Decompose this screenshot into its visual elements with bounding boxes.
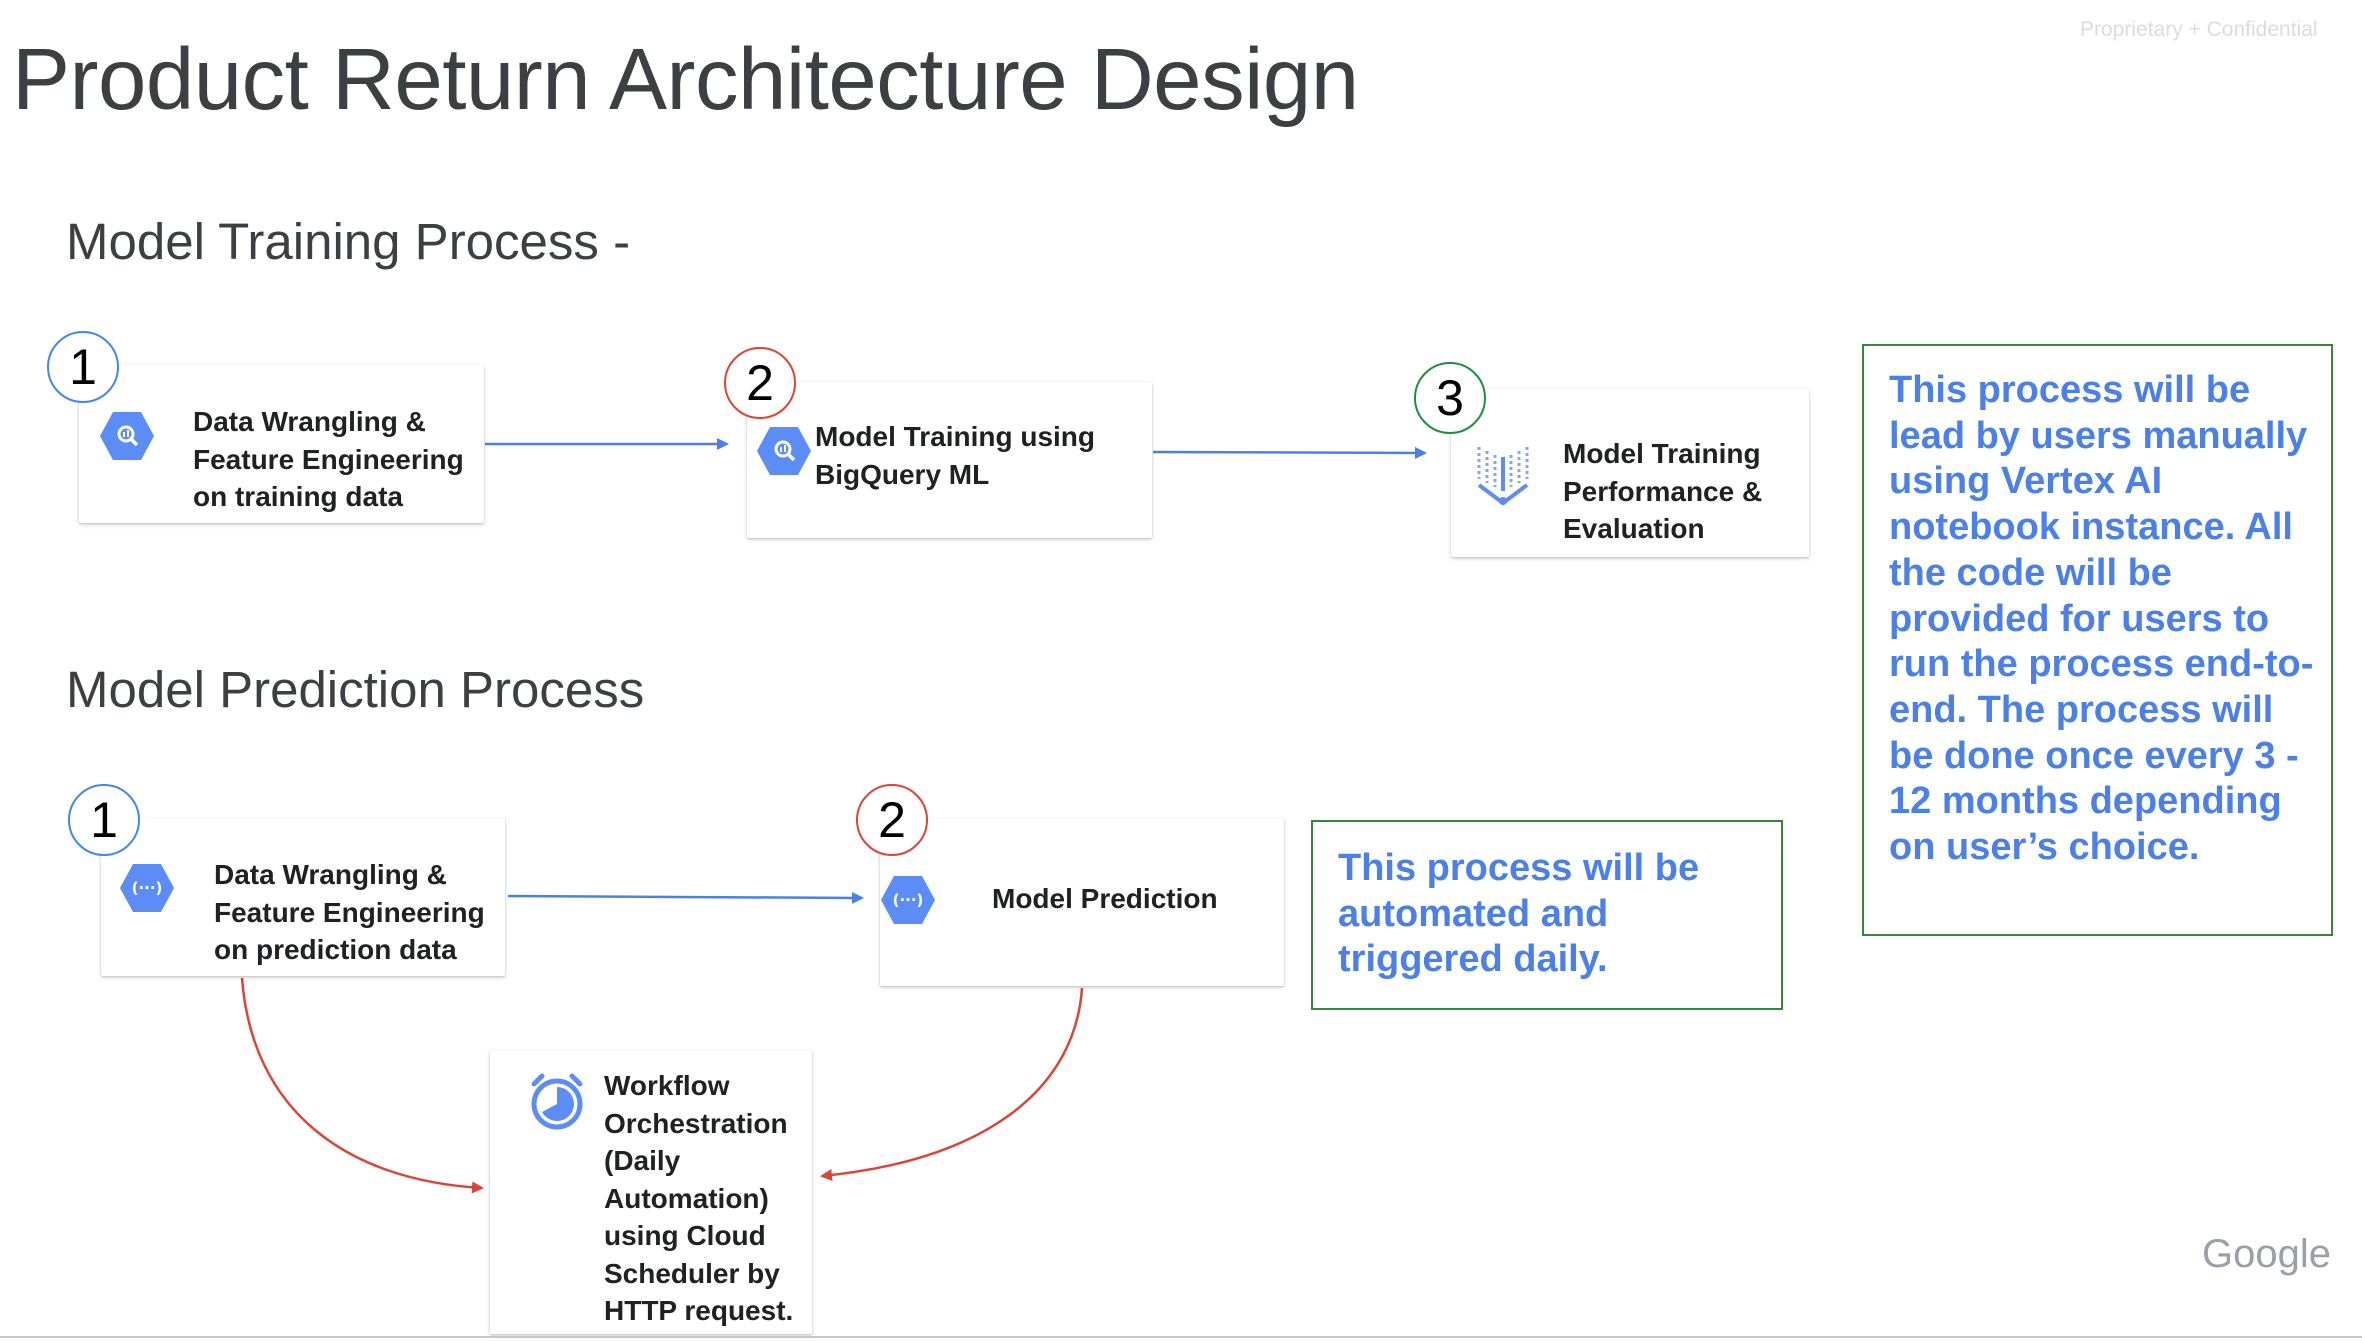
bigquery-icon xyxy=(757,427,811,475)
prediction-step-2-badge: 2 xyxy=(856,784,928,856)
bigquery-icon xyxy=(100,412,154,460)
prediction-step-2-label: Model Prediction xyxy=(992,883,1218,914)
prediction-step-2-card: (···) Model Prediction xyxy=(880,818,1284,986)
cloud-functions-icon: (···) xyxy=(881,876,935,924)
training-step-3-card: Model Training Performance & Evaluation xyxy=(1451,389,1809,557)
training-step-2-card: Model Training using BigQuery ML xyxy=(747,382,1152,538)
orchestration-card: Workflow Orchestration (Daily Automation… xyxy=(490,1050,812,1334)
arrow-pred-1-2 xyxy=(507,891,864,904)
training-heading: Model Training Process - xyxy=(66,213,631,270)
training-step-2-badge: 2 xyxy=(724,347,796,419)
arrow-train-2-3 xyxy=(1152,446,1427,459)
vertex-ai-icon xyxy=(1477,447,1529,506)
bottom-divider xyxy=(0,1336,2362,1338)
training-step-3-badge: 3 xyxy=(1414,362,1486,434)
arrow-pred-1-orchestration xyxy=(240,977,484,1194)
prediction-heading: Model Prediction Process xyxy=(66,661,645,718)
training-note-text: This process will be lead by users manua… xyxy=(1889,369,2314,869)
orchestration-label: Workflow Orchestration (Daily Automation… xyxy=(604,1070,794,1326)
prediction-step-1-label: Data Wrangling & Feature Engineering on … xyxy=(214,859,485,965)
training-step-2-label: Model Training using BigQuery ML xyxy=(815,421,1095,490)
training-step-3-label: Model Training Performance & Evaluation xyxy=(1563,438,1763,544)
cloud-functions-icon: (···) xyxy=(120,864,174,912)
svg-text:(···): (···) xyxy=(893,891,924,909)
prediction-step-1-card: (···) Data Wrangling & Feature Engineeri… xyxy=(101,818,505,976)
prediction-note: This process will be automated and trigg… xyxy=(1311,820,1783,1010)
prediction-note-text: This process will be automated and trigg… xyxy=(1338,847,1700,981)
cloud-scheduler-icon xyxy=(531,1073,583,1130)
training-step-1-label: Data Wrangling & Feature Engineering on … xyxy=(193,406,464,512)
google-logo: Google xyxy=(2202,1232,2331,1276)
training-note: This process will be lead by users manua… xyxy=(1862,344,2333,936)
prediction-step-1-badge: 1 xyxy=(68,784,140,856)
confidential-label: Proprietary + Confidential xyxy=(2080,18,2318,41)
training-step-1-card: Data Wrangling & Feature Engineering on … xyxy=(79,365,484,523)
arrow-pred-2-orchestration xyxy=(820,987,1084,1181)
svg-text:(···): (···) xyxy=(132,879,163,897)
training-step-1-badge: 1 xyxy=(47,331,119,403)
page-title: Product Return Architecture Design xyxy=(12,31,1359,128)
